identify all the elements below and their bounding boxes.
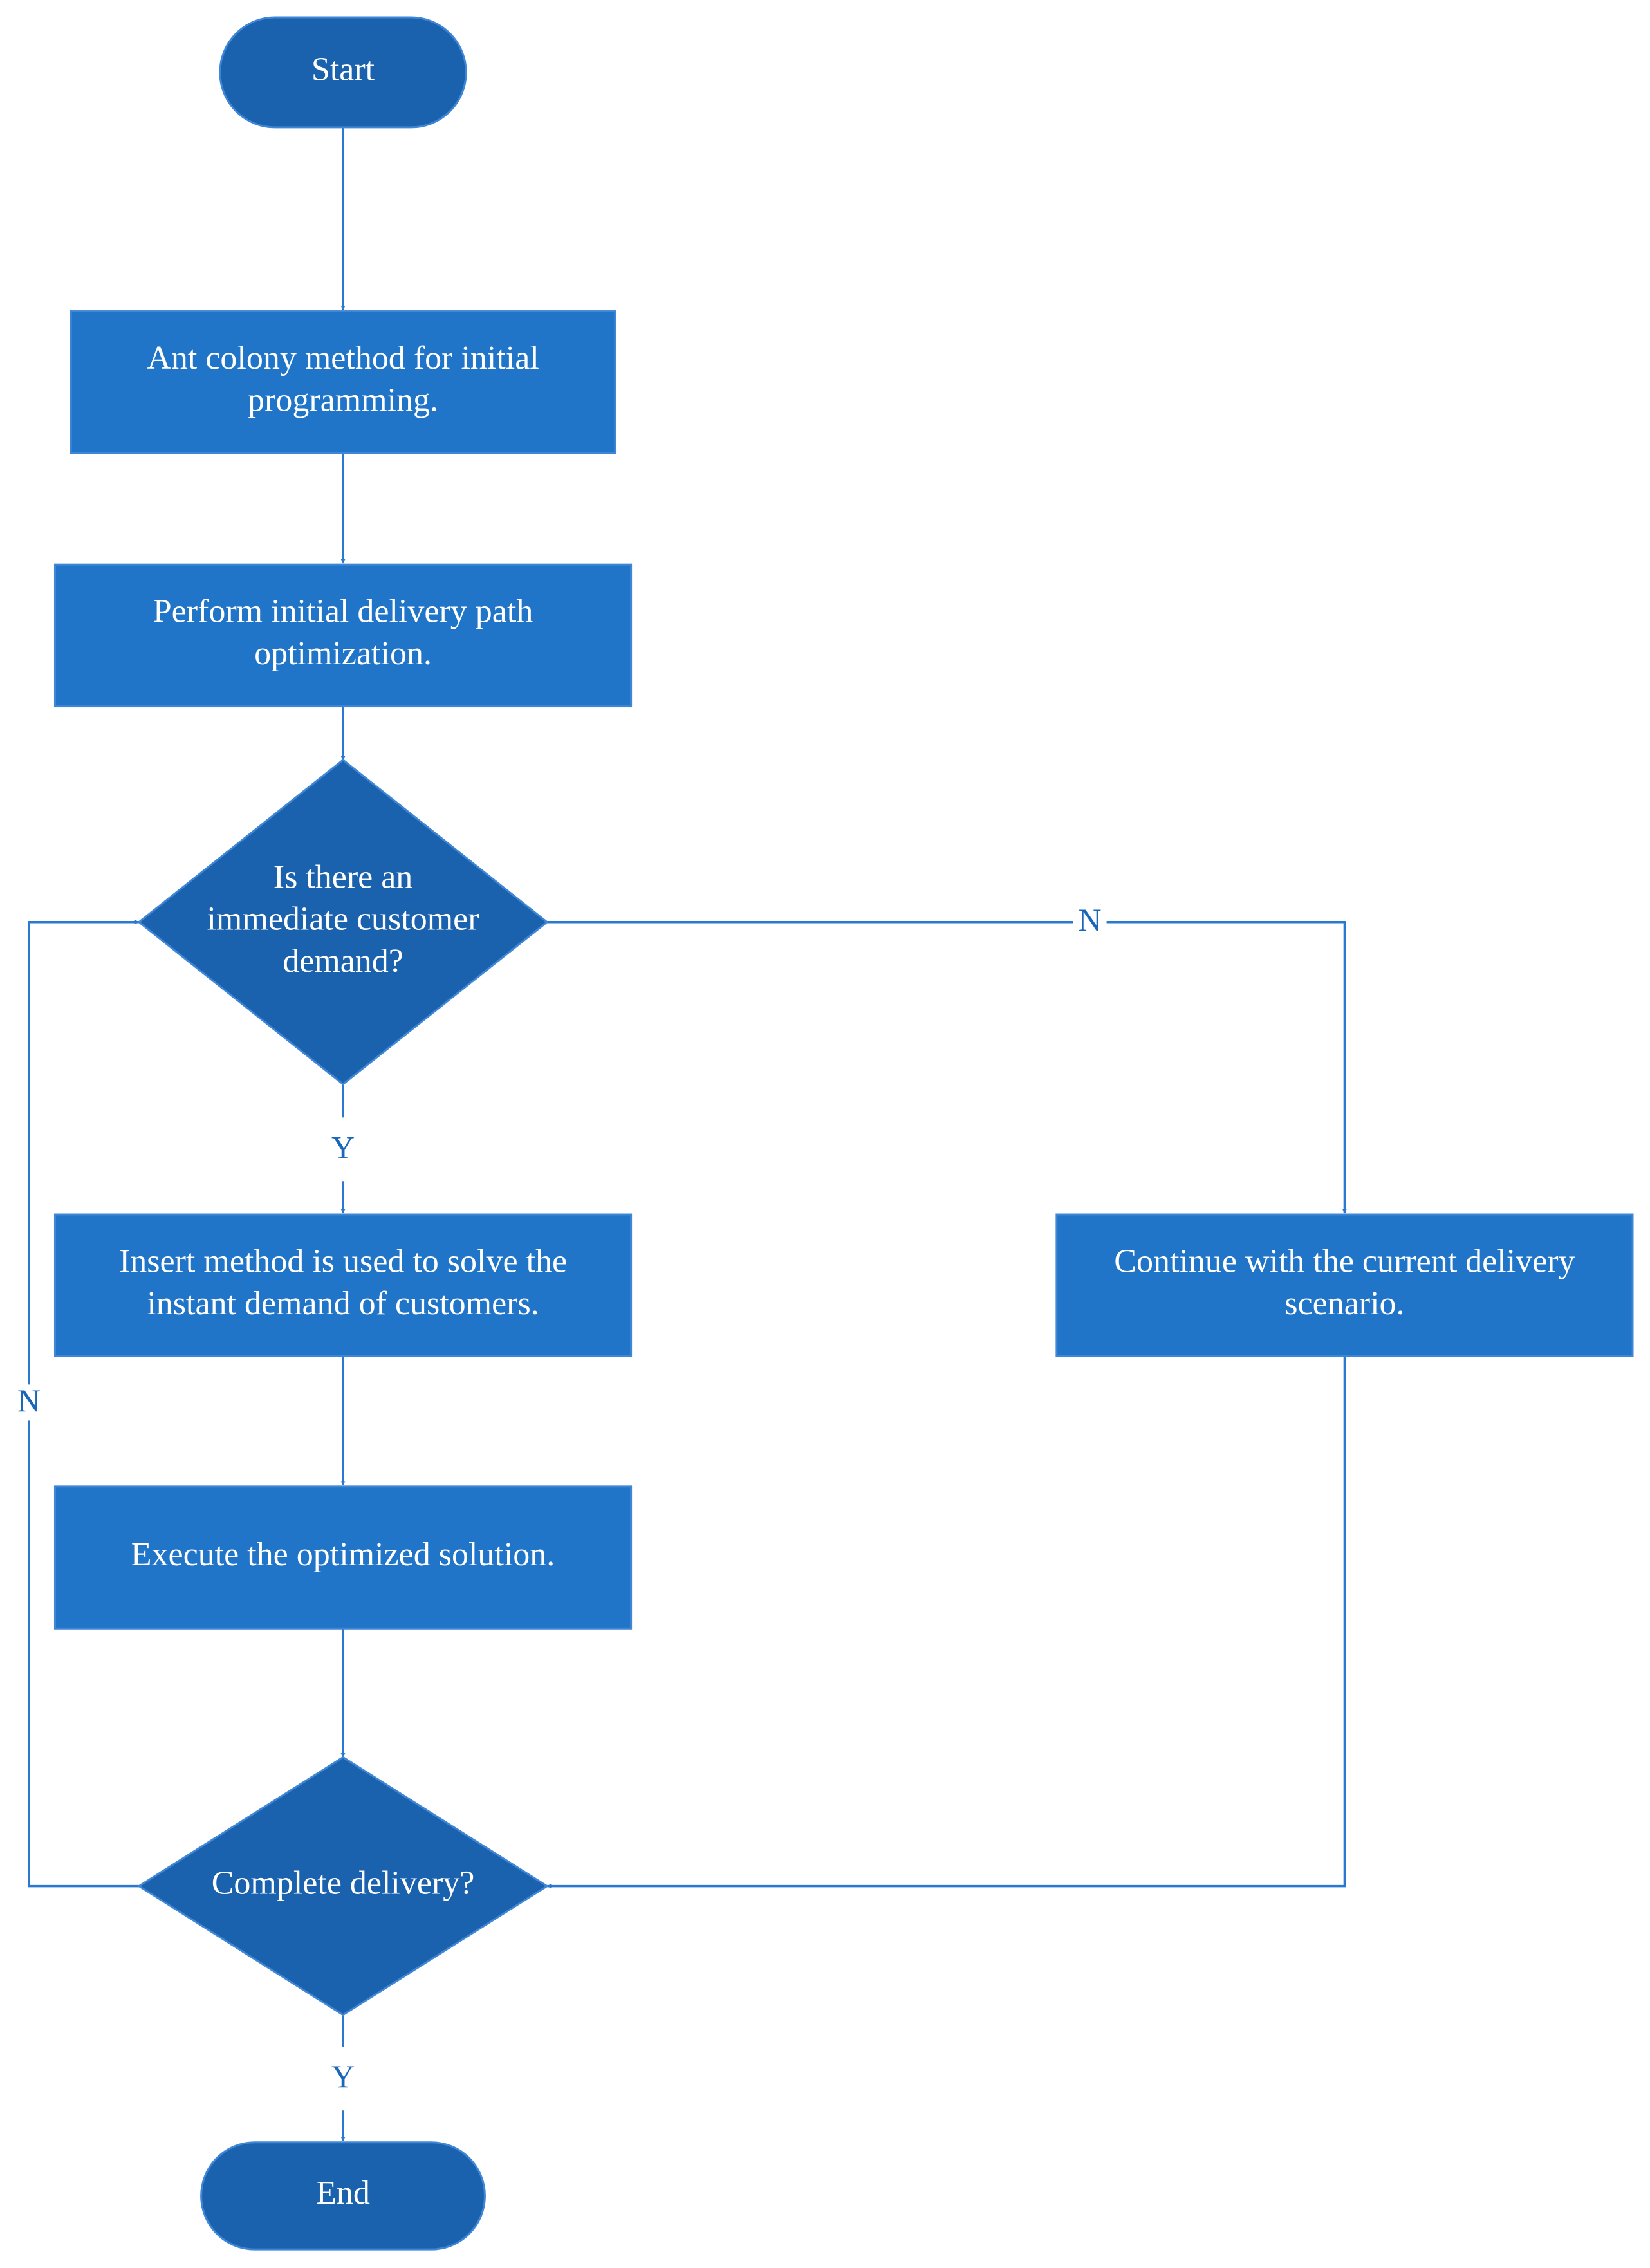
process-box [53, 1485, 633, 1630]
node-decision-complete: Complete delivery? [137, 1756, 549, 2016]
node-text-line: Complete delivery? [212, 1865, 475, 1902]
node-decision-demand: Is there an immediate customer demand? [137, 758, 549, 1086]
node-insert-method: Insert method is used to solve the instan… [53, 1213, 633, 1357]
node-text-line: Ant colony method for initial [147, 340, 539, 376]
decision-diamond [137, 1756, 549, 2016]
process-box [1055, 1213, 1634, 1357]
process-box [53, 563, 633, 708]
edge-label-background [1073, 904, 1107, 940]
process-box [70, 310, 616, 454]
node-text-line: instant demand of customers. [147, 1285, 539, 1322]
node-text-line: optimization. [254, 635, 432, 672]
terminal-shape [219, 16, 467, 129]
node-start: Start [219, 16, 467, 129]
connector-continue-to-complete [546, 1356, 1346, 1889]
node-execute: Execute the optimized solution. [53, 1485, 633, 1630]
node-text-line: immediate customer [207, 901, 479, 938]
edge-label-complete-yes: Y [331, 2058, 355, 2094]
decision-diamond [137, 758, 549, 1086]
node-end: End [200, 2141, 486, 2251]
node-text-line: Continue with the current delivery [1114, 1243, 1575, 1280]
edge-label-background [326, 1131, 360, 1167]
node-text-line: Perform initial delivery path [153, 593, 533, 630]
process-box [53, 1213, 633, 1357]
node-text-line: End [316, 2175, 370, 2211]
edge-label-demand-no: N [1079, 902, 1102, 938]
node-text-line: Insert method is used to solve the [119, 1243, 567, 1280]
node-continue-current: Continue with the current delivery scenar… [1055, 1213, 1634, 1357]
node-text-line: Is there an [273, 859, 413, 895]
edge-label-demand-yes: Y [331, 1129, 355, 1165]
connector-demand-no [547, 920, 1347, 1214]
terminal-shape [200, 2141, 486, 2251]
node-text-line: Execute the optimized solution. [131, 1536, 555, 1573]
edge-label-background [326, 2060, 360, 2097]
edge-label-complete-no-loop: N [17, 1382, 41, 1418]
node-path-opt: Perform initial delivery path optimizatio… [53, 563, 633, 708]
edge-label-background [12, 1384, 46, 1421]
node-text-line: Start [311, 51, 375, 88]
node-text-line: demand? [283, 943, 403, 980]
node-text-line: scenario. [1284, 1285, 1404, 1322]
node-text-line: programming. [248, 382, 438, 418]
node-ant-colony: Ant colony method for initial programming… [70, 310, 616, 454]
